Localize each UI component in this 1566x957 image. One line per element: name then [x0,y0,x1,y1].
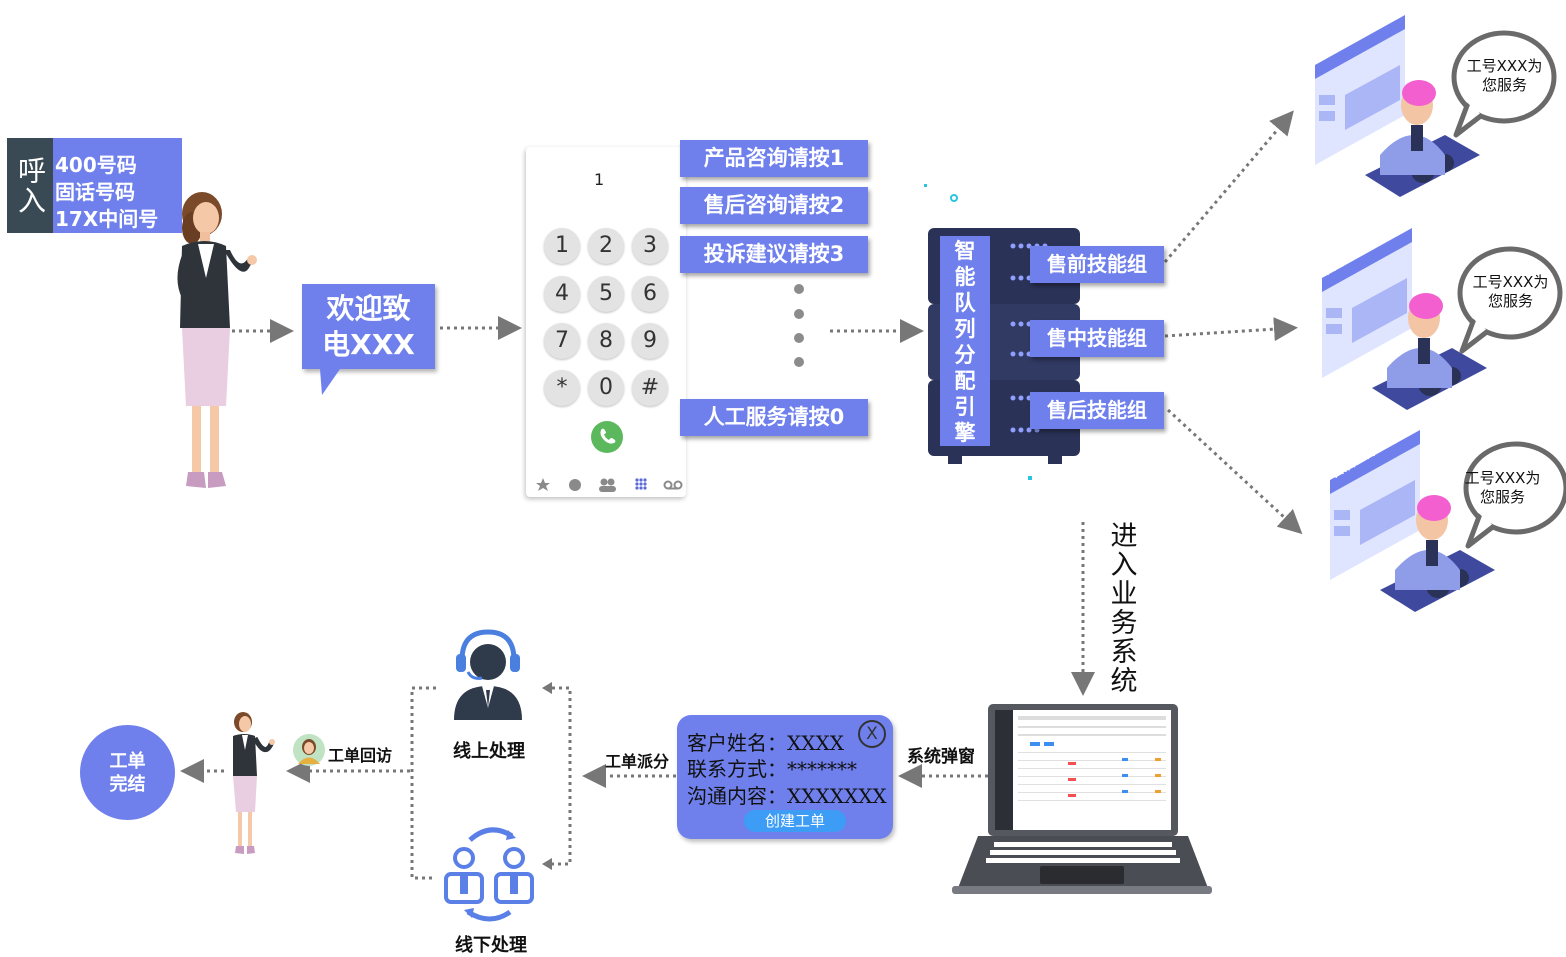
key-hash[interactable]: # [632,370,668,406]
welcome-line-1: 欢迎致 [326,292,411,325]
key-5[interactable]: 5 [588,276,624,312]
more-options-dots [794,284,804,367]
ticket-popup-card: 客户姓名：XXXX 联系方式：******* 沟通内容：XXXXXXX X 创建… [677,715,893,839]
enter-system-char: 务 [1110,608,1138,639]
close-icon[interactable]: X [858,720,886,748]
online-processing-label: 线上处理 [453,741,525,762]
phone-small-number: 1 [594,170,605,189]
enter-system-char: 业 [1110,579,1138,610]
dialer-tab-bar [536,478,683,492]
welcome-box-tail [320,369,340,395]
engine-char: 分 [954,343,976,367]
bubble-line: 工号XXX为 [1472,273,1549,291]
key-2[interactable]: 2 [588,228,624,264]
dispatch-label: 工单派分 [605,752,670,771]
key-0[interactable]: 0 [588,370,624,406]
seat-presales-illustration [1315,15,1480,197]
ivr-option-complaint: 投诉建议请按3 [680,236,868,273]
key-9[interactable]: 9 [632,323,668,359]
enter-system-label: 进 入 业 务 系 统 [1108,522,1140,696]
call-button[interactable] [590,420,624,454]
popup-label: 系统弹窗 [907,747,975,767]
seat-insales-bubble: 工号XXX为 您服务 [1453,273,1566,311]
call-in-badge: 呼入 [7,138,53,233]
seat-aftersales-illustration [1330,430,1495,612]
ivr-option-aftersales: 售后咨询请按2 [680,187,868,224]
engine-char: 擎 [954,421,976,445]
return-visit-avatar-icon [293,734,325,766]
customer-woman-small-illustration [233,712,275,854]
star-tab-icon [536,478,550,491]
seat-aftersales-bubble: 工号XXX为 您服务 [1445,469,1560,507]
caller-numbers-box: 400号码 固话号码 17X中间号 [53,138,182,233]
keypad-tab-icon [635,478,647,490]
caller-number-400: 400号码 [55,153,137,177]
key-6[interactable]: 6 [632,276,668,312]
ticket-field-name: 客户姓名：XXXX [687,731,844,755]
engine-label-box: 智 能 队 列 分 配 引 擎 [940,236,990,446]
engine-char: 智 [954,239,976,263]
speech-bubbles [1451,30,1566,549]
bubble-line: 工号XXX为 [1464,469,1541,487]
done-line-1: 工单 [109,751,146,772]
offline-meeting-icon [444,827,534,922]
contacts-tab-icon [599,478,616,492]
ticket-field-contact: 联系方式：******* [687,757,857,781]
laptop-illustration [952,704,1212,894]
key-7[interactable]: 7 [544,323,580,359]
bubble-line: 工号XXX为 [1466,57,1543,75]
enter-system-char: 系 [1110,637,1138,668]
create-ticket-button[interactable]: 创建工单 [744,810,846,832]
caller-number-17x: 17X中间号 [55,207,159,231]
engine-char: 列 [954,317,976,341]
engine-char: 引 [954,395,976,419]
bubble-line: 您服务 [1479,488,1525,506]
ticket-done-circle: 工单 完结 [80,725,175,820]
key-3[interactable]: 3 [632,228,668,264]
enter-system-char: 入 [1110,550,1138,581]
enter-system-char: 进 [1110,521,1138,552]
ticket-field-content: 沟通内容：XXXXXXX [687,784,887,808]
key-4[interactable]: 4 [544,276,580,312]
skill-group-aftersales: 售后技能组 [1030,392,1164,429]
seat-presales-bubble: 工号XXX为 您服务 [1447,57,1562,95]
key-8[interactable]: 8 [588,323,624,359]
key-1[interactable]: 1 [544,228,580,264]
caller-woman-illustration [177,192,257,488]
skill-group-insales: 售中技能组 [1030,320,1164,357]
done-line-2: 完结 [109,774,146,795]
voicemail-tab-icon [663,480,683,490]
welcome-box: 欢迎致 电XXX [302,284,435,369]
recents-tab-icon [569,479,581,491]
engine-char: 配 [954,369,976,393]
enter-system-char: 统 [1110,666,1138,697]
call-in-label: 呼入 [14,155,47,216]
skill-group-presales: 售前技能组 [1030,246,1164,283]
bubble-line: 您服务 [1487,292,1533,310]
key-star[interactable]: * [544,370,580,406]
seat-insales-illustration [1322,228,1487,410]
phone-handset-icon [600,428,616,444]
engine-char: 队 [954,291,976,315]
online-agent-icon [454,629,522,720]
offline-processing-label: 线下处理 [455,935,527,956]
ivr-option-human: 人工服务请按0 [680,399,868,436]
engine-char: 能 [954,265,976,289]
ivr-option-product: 产品咨询请按1 [680,140,868,177]
welcome-line-2: 电XXX [322,328,415,361]
caller-number-landline: 固话号码 [55,180,135,204]
bubble-line: 您服务 [1481,76,1527,94]
return-visit-label: 工单回访 [328,746,393,765]
